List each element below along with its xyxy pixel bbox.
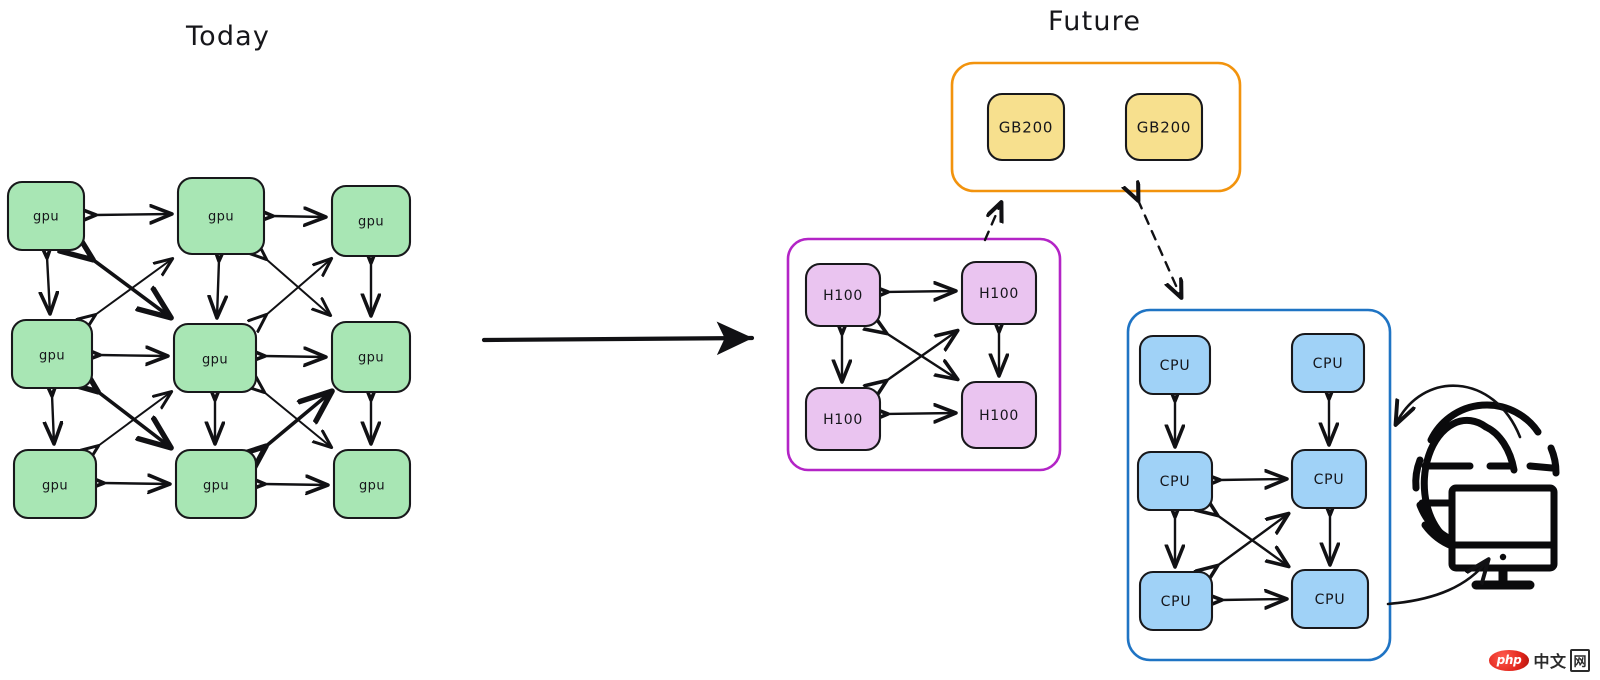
gb200-node-label: GB200 <box>1137 119 1192 137</box>
cpu-node-label: CPU <box>1161 594 1192 610</box>
cpu-node-label: CPU <box>1160 358 1191 374</box>
cpu-node[interactable]: CPU <box>1290 448 1368 510</box>
gpu-node[interactable]: gpu <box>174 448 258 520</box>
gpu-node[interactable]: gpu <box>330 320 412 394</box>
gpu-node-label: gpu <box>33 210 59 225</box>
cpu-to-internet-curved-arrow <box>1386 560 1488 606</box>
gpu-node[interactable]: gpu <box>6 180 86 252</box>
gpu-node[interactable]: gpu <box>332 448 412 520</box>
desktop-monitor-icon <box>1448 484 1558 590</box>
gpu-node[interactable]: gpu <box>12 448 98 520</box>
cpu-group-container[interactable] <box>1126 308 1392 662</box>
watermark-boxed-char: 网 <box>1570 648 1590 672</box>
h100-node[interactable]: H100 <box>960 260 1038 326</box>
h100-node[interactable]: H100 <box>804 262 882 328</box>
cpu-node-label: CPU <box>1314 472 1345 488</box>
cpu-node[interactable]: CPU <box>1138 334 1212 396</box>
cpu-mesh-edges <box>1175 398 1330 600</box>
globe-icon <box>1412 401 1560 550</box>
h100-node-label: H100 <box>823 412 863 428</box>
gpu-node[interactable]: gpu <box>176 176 266 256</box>
gpu-node[interactable]: gpu <box>330 184 412 258</box>
h100-to-gb200-dashed-arrow <box>983 203 1001 242</box>
today-to-future-arrow <box>481 321 755 356</box>
gpu-node-label: gpu <box>39 349 65 364</box>
gpu-node-label: gpu <box>359 479 385 494</box>
gb200-node-label: GB200 <box>999 119 1054 137</box>
gpu-node[interactable]: gpu <box>10 318 94 390</box>
internet-icon[interactable] <box>1412 401 1560 590</box>
gpu-nodes: gpu gpu gpu gpu gpu gpu <box>6 176 412 520</box>
gpu-mesh-edges <box>47 214 371 485</box>
gpu-node-label: gpu <box>202 353 228 368</box>
cpu-node[interactable]: CPU <box>1290 568 1370 630</box>
gpu-node-label: gpu <box>42 479 68 494</box>
h100-mesh-edges <box>842 291 999 414</box>
gb200-group-container[interactable] <box>950 61 1242 193</box>
cpu-node-label: CPU <box>1315 592 1346 608</box>
gb200-node[interactable]: GB200 <box>986 92 1066 162</box>
h100-node[interactable]: H100 <box>804 386 882 452</box>
h100-node-label: H100 <box>979 408 1019 424</box>
cpu-node-label: CPU <box>1160 474 1191 490</box>
gb200-to-cpu-dashed-arrow <box>1138 200 1181 297</box>
cpu-node[interactable]: CPU <box>1138 570 1214 632</box>
h100-node-label: H100 <box>979 286 1019 302</box>
gpu-node[interactable]: gpu <box>172 322 258 394</box>
gpu-node-label: gpu <box>358 351 384 366</box>
gb200-node[interactable]: GB200 <box>1124 92 1204 162</box>
watermark-text: 中文 <box>1533 652 1567 671</box>
gpu-node-label: gpu <box>203 479 229 494</box>
cpu-node-label: CPU <box>1313 356 1344 372</box>
gpu-node-label: gpu <box>358 215 384 230</box>
php-badge: php <box>1488 649 1530 671</box>
cpu-node[interactable]: CPU <box>1290 332 1366 394</box>
cpu-node[interactable]: CPU <box>1136 450 1214 512</box>
watermark: php 中文 网 <box>1488 648 1590 672</box>
internet-to-cpu-curved-arrow <box>1396 384 1522 439</box>
h100-node-label: H100 <box>823 288 863 304</box>
gpu-node-label: gpu <box>208 210 234 225</box>
h100-group-container[interactable] <box>786 237 1062 472</box>
future-title: Future <box>1048 6 1141 37</box>
h100-node[interactable]: H100 <box>960 380 1038 450</box>
today-title: Today <box>185 21 270 52</box>
